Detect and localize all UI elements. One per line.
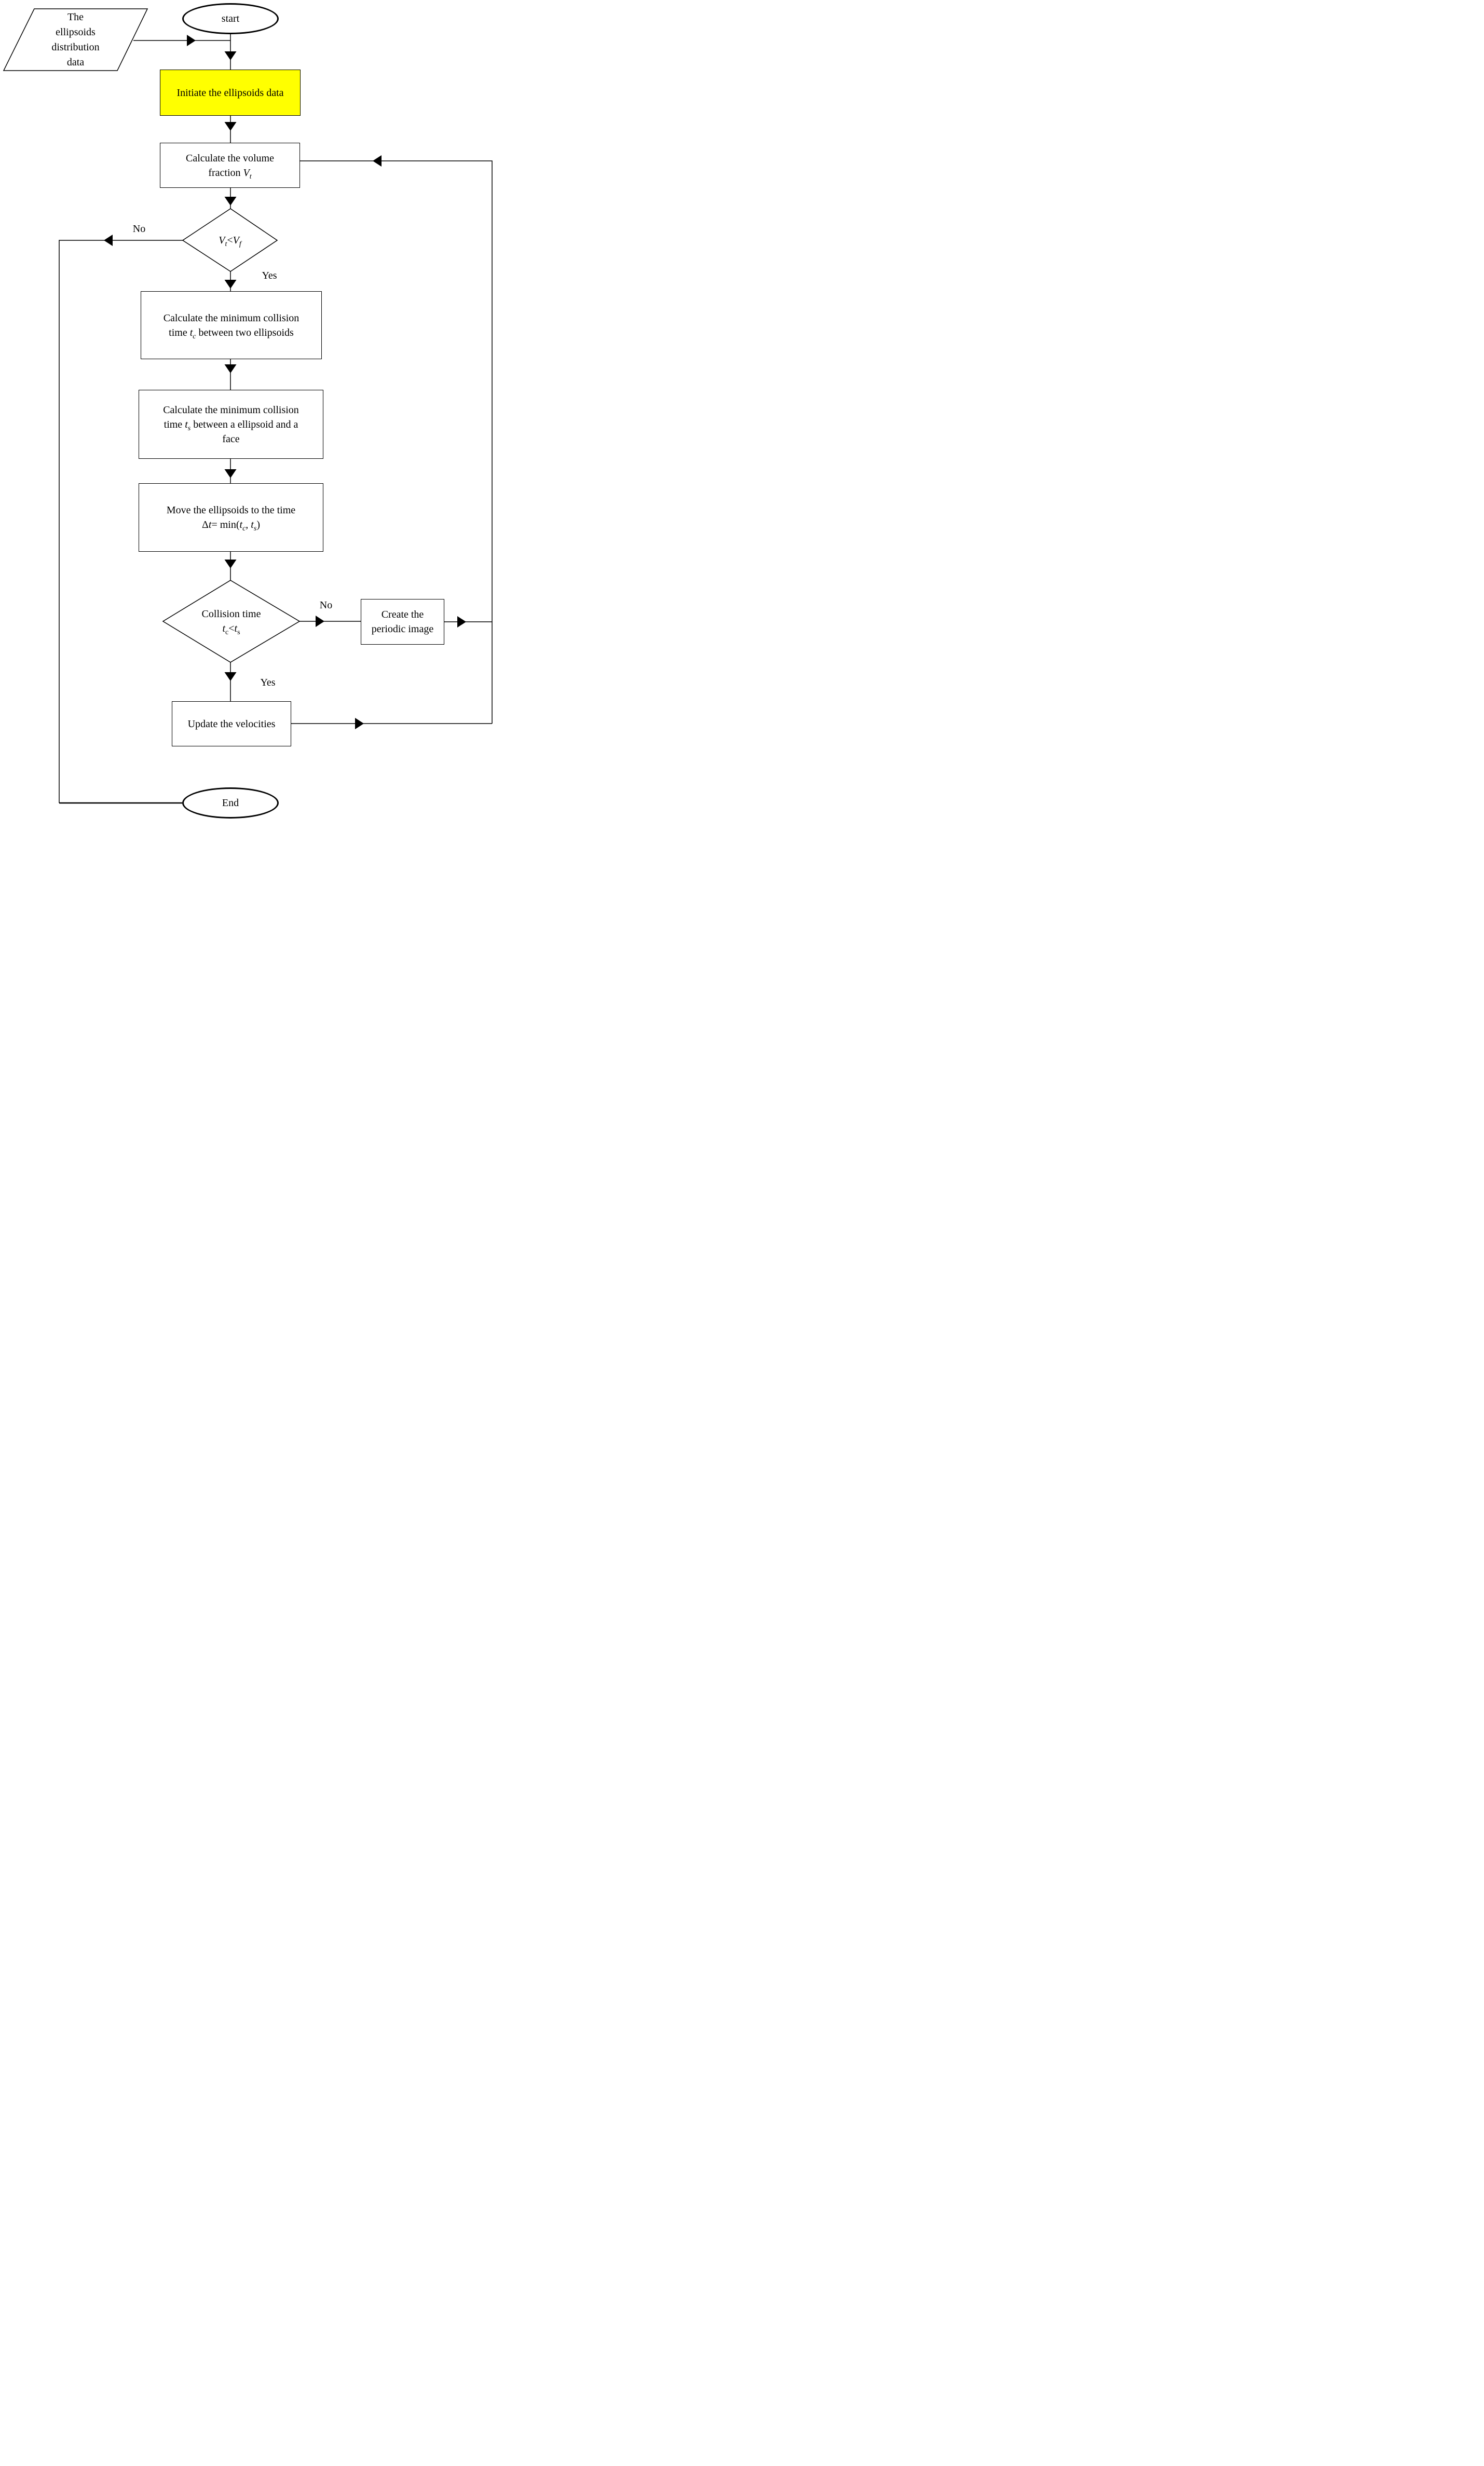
arrowhead-right-create bbox=[457, 616, 466, 628]
label-volume-no: No bbox=[132, 223, 146, 235]
arrowhead-down-ts bbox=[224, 469, 237, 478]
arrowhead-down-move bbox=[224, 560, 237, 568]
label-collision-yes: Yes bbox=[260, 677, 276, 688]
label-volume-yes: Yes bbox=[262, 270, 277, 281]
arrowhead-right-input bbox=[187, 35, 196, 46]
edge-volume-no-branch bbox=[59, 240, 183, 803]
input-data-parallelogram-shape bbox=[3, 8, 148, 71]
node-decision-volume: Vt<Vf bbox=[219, 234, 241, 248]
arrowhead-right-no2 bbox=[316, 616, 324, 627]
arrowhead-down-yes1 bbox=[224, 280, 237, 289]
node-end: End bbox=[182, 787, 279, 819]
arrowhead-down-start bbox=[224, 51, 237, 60]
node-initiate-data: Initiate the ellipsoids data bbox=[160, 70, 301, 116]
collision-decision-diamond-shape bbox=[162, 580, 301, 663]
arrowhead-left-no-branch bbox=[104, 235, 113, 246]
flow-connectors bbox=[3, 8, 493, 804]
arrowhead-down-yes2 bbox=[224, 672, 237, 681]
arrowhead-right-update bbox=[355, 718, 364, 729]
arrowhead-left-feedback bbox=[373, 155, 382, 167]
edge-feedback-loop bbox=[300, 160, 493, 724]
node-update-velocities: Update the velocities bbox=[172, 701, 291, 746]
label-collision-no: No bbox=[319, 600, 333, 611]
arrowhead-down-init bbox=[224, 122, 237, 131]
arrowhead-down-tc bbox=[224, 364, 237, 373]
volume-decision-diamond-shape bbox=[182, 208, 278, 272]
arrowhead-down-volume bbox=[224, 197, 237, 206]
node-start: start bbox=[182, 3, 279, 34]
